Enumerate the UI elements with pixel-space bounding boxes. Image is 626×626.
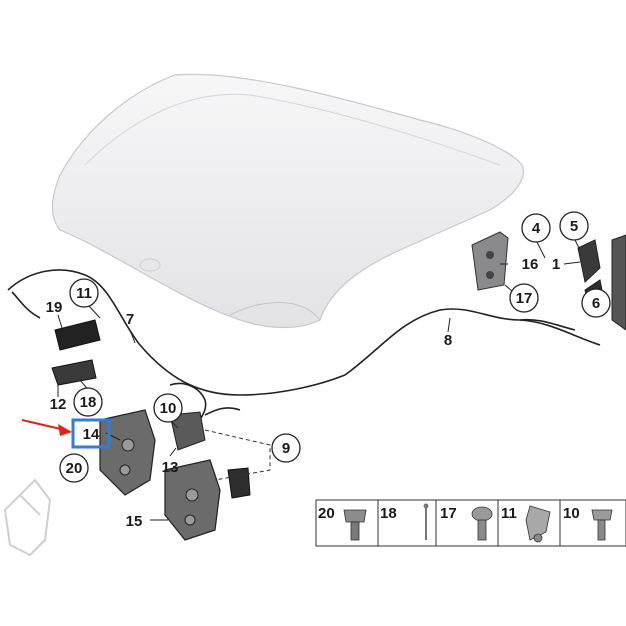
hood-lock-left bbox=[99, 409, 156, 496]
table-label-18: 18 bbox=[380, 505, 397, 522]
hood-lock-right bbox=[164, 459, 251, 541]
hood-panel bbox=[51, 73, 524, 329]
callout-labels: 4 5 1 16 17 6 8 11 19 7 12 18 14 10 9 13… bbox=[46, 218, 601, 530]
callout-19: 19 bbox=[46, 299, 63, 316]
callout-8: 8 bbox=[444, 332, 452, 349]
screw-icon bbox=[591, 509, 613, 541]
spring-clip-icon bbox=[525, 505, 551, 543]
callout-13: 13 bbox=[162, 459, 179, 476]
table-label-17: 17 bbox=[440, 505, 457, 522]
callout-16: 16 bbox=[522, 256, 539, 273]
table-label-11: 11 bbox=[501, 505, 517, 522]
callout-17: 17 bbox=[516, 290, 533, 307]
red-arrow-icon bbox=[21, 419, 72, 436]
callout-10: 10 bbox=[160, 400, 177, 417]
callout-11: 11 bbox=[76, 285, 92, 302]
callout-6: 6 bbox=[592, 295, 600, 312]
table-label-20: 20 bbox=[318, 505, 335, 522]
bolt-icon bbox=[471, 506, 493, 541]
highlight-box bbox=[71, 418, 111, 449]
dashed-guide bbox=[204, 429, 271, 481]
callout-circles bbox=[59, 211, 611, 483]
pin-icon bbox=[423, 503, 429, 540]
callout-15: 15 bbox=[126, 513, 143, 530]
callout-1: 1 bbox=[552, 256, 560, 273]
callout-9: 9 bbox=[282, 440, 290, 457]
clip-nut-icon bbox=[343, 509, 367, 541]
callout-12: 12 bbox=[50, 396, 67, 413]
small-parts-table: 20 18 17 11 10 bbox=[315, 499, 626, 547]
callout-18: 18 bbox=[80, 394, 97, 411]
callout-7: 7 bbox=[126, 311, 134, 328]
lock-bracket bbox=[169, 411, 206, 451]
table-label-10: 10 bbox=[563, 505, 580, 522]
callout-14: 14 bbox=[83, 426, 100, 443]
hinge-bracket bbox=[471, 231, 509, 291]
callout-4: 4 bbox=[532, 220, 541, 237]
release-handle bbox=[51, 319, 101, 386]
ghost-bracket bbox=[3, 478, 52, 557]
callout-5: 5 bbox=[570, 218, 578, 235]
callout-20: 20 bbox=[66, 460, 83, 477]
